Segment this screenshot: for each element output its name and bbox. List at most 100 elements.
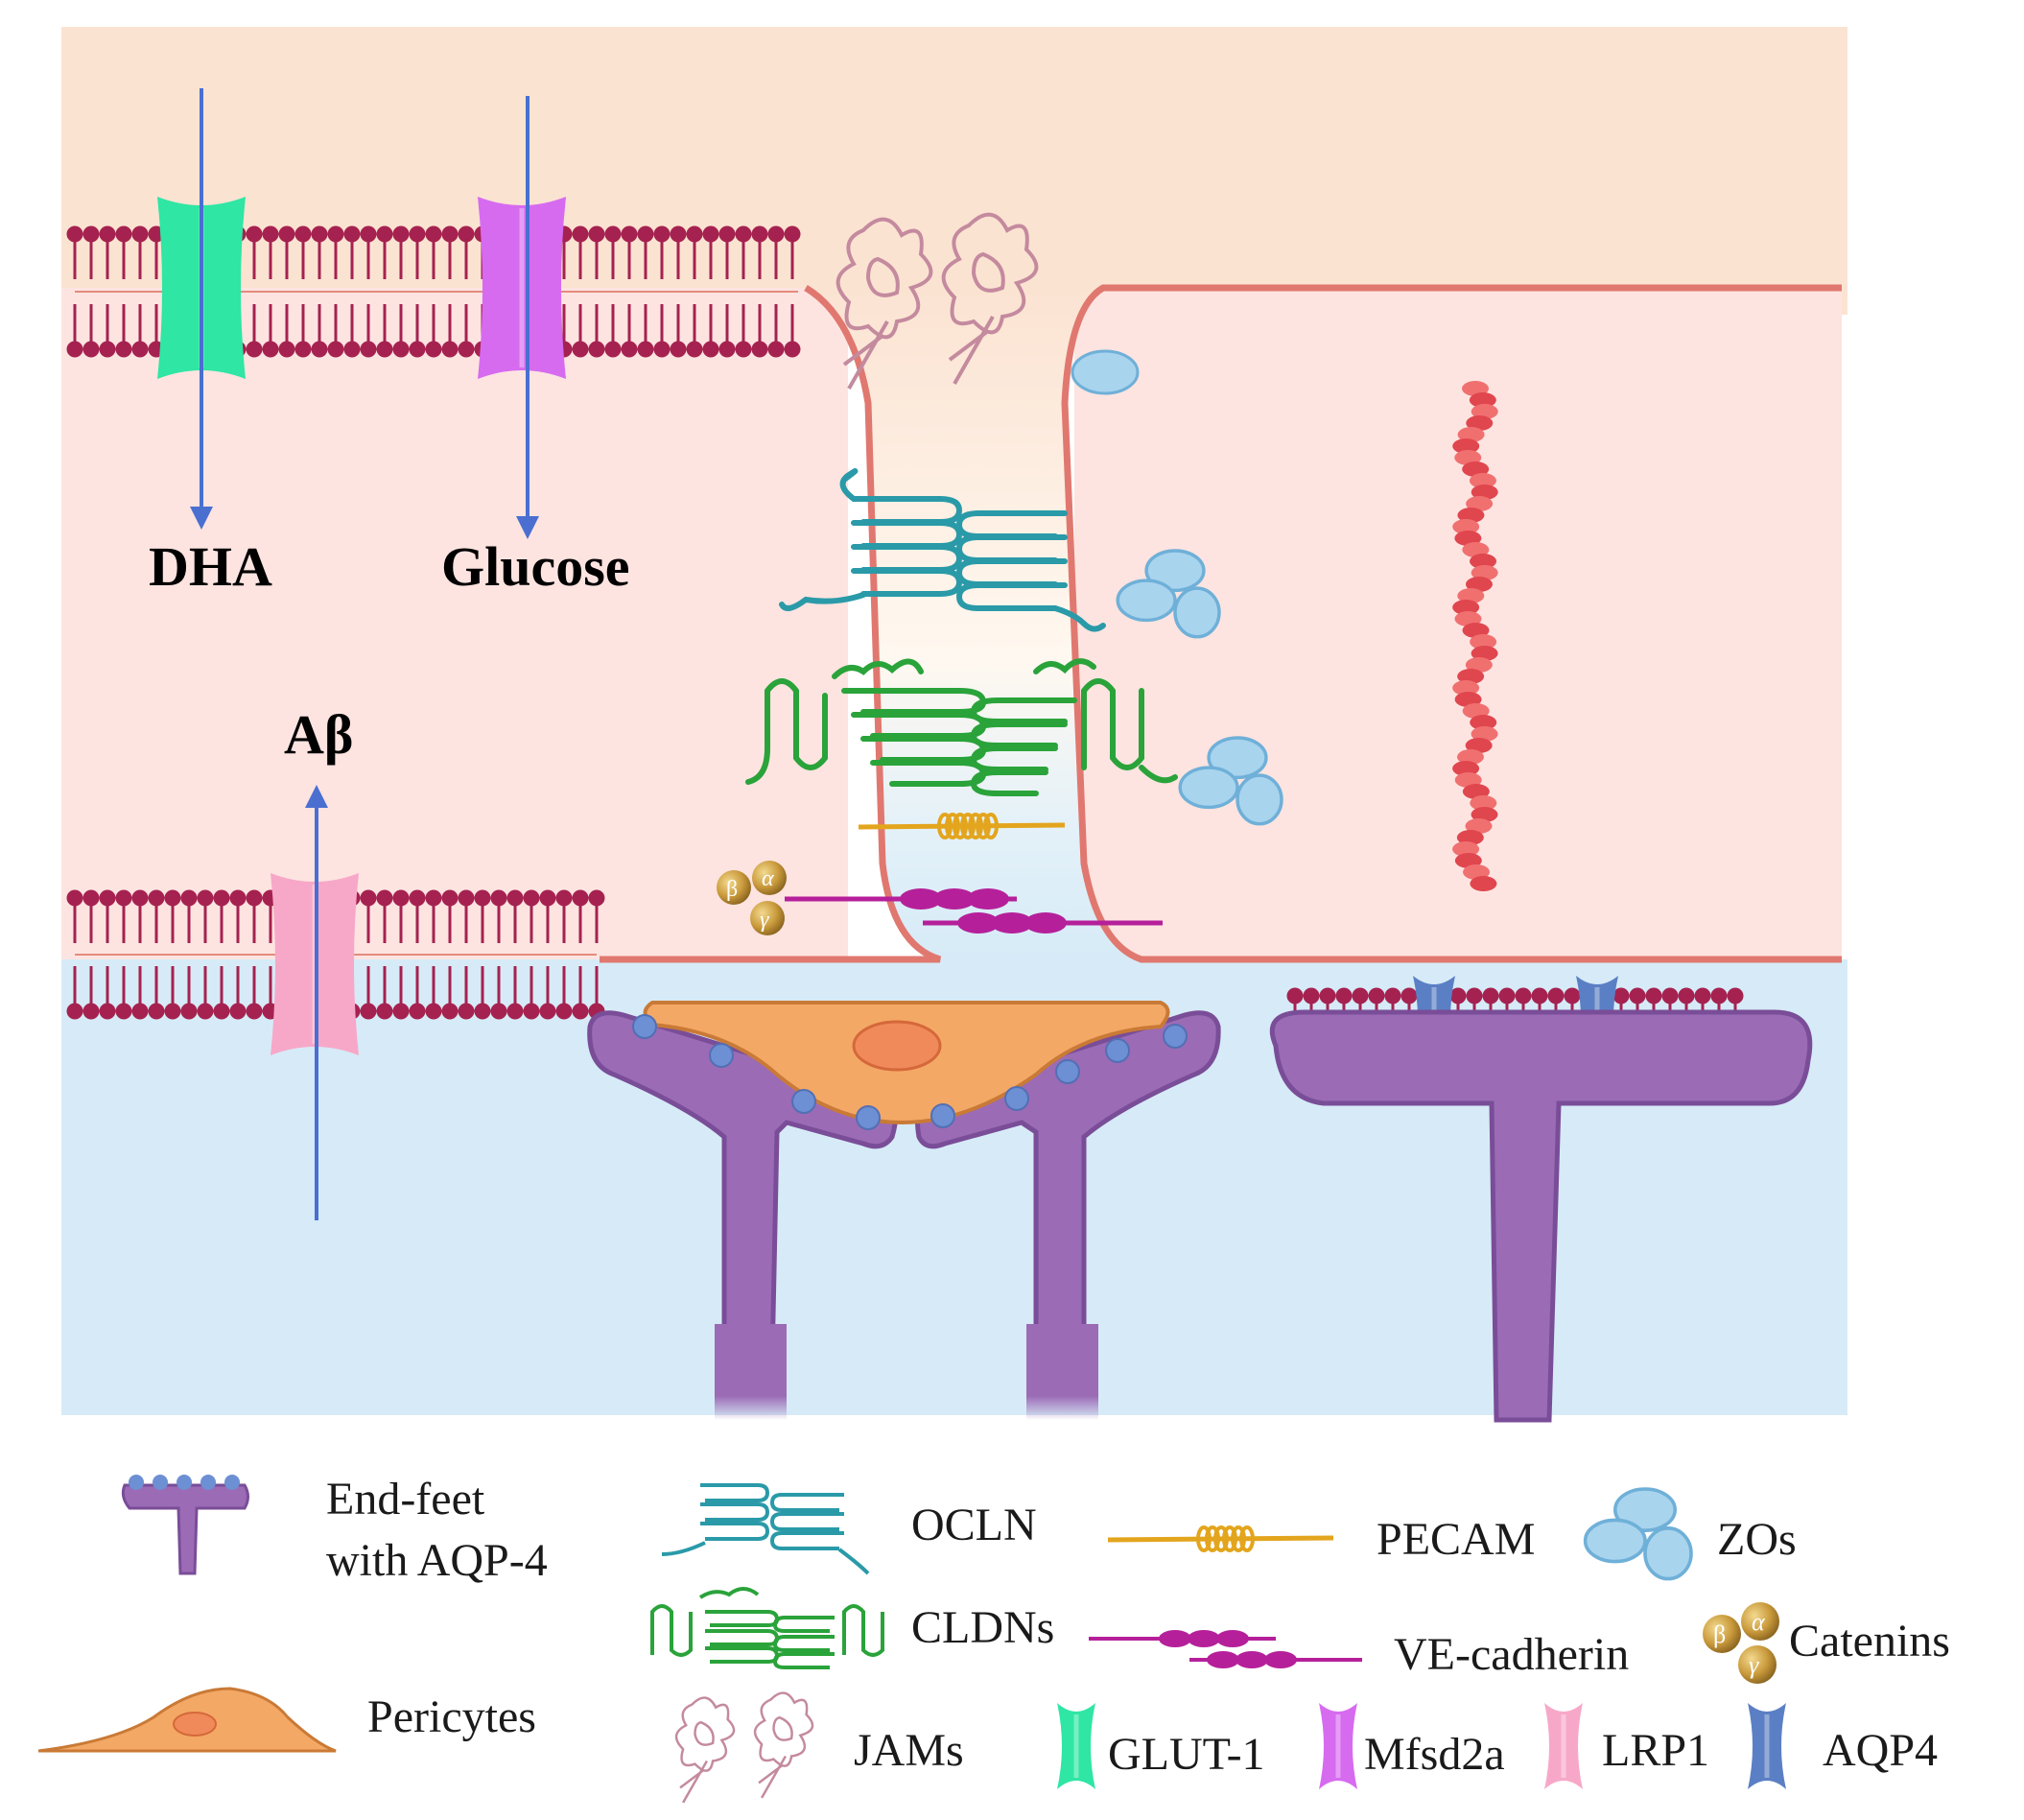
actin-monomer [1454,531,1482,546]
pecam-coil [945,813,960,839]
lipid-head [588,341,605,358]
legend-ve-domain [1207,1651,1239,1668]
lipid-head [1352,987,1369,1005]
lipid-head [490,889,507,907]
lipid-head [539,889,556,907]
lipid-head [735,225,752,243]
lipid-head [686,341,703,358]
legend-catenin-icon: β α γ [1703,1602,1779,1684]
endfoot-left-process [715,1324,787,1420]
actin-monomer [1457,508,1485,523]
lipid-head [392,1003,410,1020]
legend-pecam-coil [1222,1525,1237,1552]
actin-monomer [1470,795,1497,811]
lipid-head [458,889,475,907]
legend-ve-domain [1264,1651,1297,1668]
lipid-head [1694,987,1711,1005]
legend-graphics [37,1475,1786,1804]
zo-subunit [1612,1487,1678,1532]
blood-lumen-region [61,27,1847,315]
zo-subunit [1178,766,1239,810]
lipid-head [1547,987,1565,1005]
legend-catenin-gamma [1738,1645,1777,1684]
legend-cldn-loop [705,1610,780,1627]
legend-pecam-coil [1213,1525,1229,1552]
mfsd2a-transporter-body [478,197,566,379]
lipid-head [115,341,132,358]
lipid-head [82,1003,100,1020]
lipid-head [1629,987,1646,1005]
legend-cldn-loop [705,1629,780,1646]
lipid-head [572,225,589,243]
lipid-head [246,225,263,243]
lipid-head [115,889,132,907]
lipid-head [180,1003,198,1020]
legend-glut1-icon [1057,1703,1095,1789]
actin-monomer [1471,646,1498,661]
ve-cadherin-domain [967,888,1009,910]
legend-ve-cadherin-icon [1089,1630,1362,1668]
pericyte-nucleus [852,1020,942,1072]
lipid-head [458,225,475,243]
jam-domain [753,1691,814,1767]
legend-pecam-backbone [1107,1535,1334,1543]
zo-subunit [1144,549,1206,593]
lipid-head [148,889,165,907]
actin-monomer [1452,519,1480,534]
lipid-head [767,225,785,243]
aqp4-dot [1004,1086,1029,1111]
legend-catenin-alpha [1741,1602,1779,1641]
actin-monomer [1465,657,1493,673]
legend-aqp4-dot [153,1475,168,1490]
lipid-head [670,225,687,243]
legend-cldns: CLDNs [911,1602,1054,1653]
legend-lrp1-icon [1544,1703,1583,1789]
lipid-head [506,889,524,907]
legend-endfeet-line2: with AQP-4 [326,1535,548,1586]
lipid-head [621,225,638,243]
legend-cldn-loop [705,1646,780,1664]
zo-subunit [1207,736,1268,780]
legend-pericyte-icon [37,1687,337,1753]
ocln-cterm [779,592,866,611]
legend-cldn-helix [650,1604,693,1657]
legend-pecam: PECAM [1377,1514,1535,1565]
lipid-head [1515,987,1532,1005]
lipid-head [539,1003,556,1020]
ocln-nterm [839,468,859,502]
legend-pecam-coil [1231,1525,1246,1552]
lipid-head [1564,987,1581,1005]
lipid-head [392,341,410,358]
legend-aqp4-dot [200,1475,216,1490]
actin-monomer [1457,588,1485,603]
actin-monomer [1457,427,1485,442]
aqp4-dot [709,1043,734,1068]
zo-subunit [1173,586,1221,639]
legend-jams: JAMs [854,1725,964,1776]
actin-monomer [1470,554,1497,569]
lipid-head [392,889,410,907]
legend-aqp4-dot [177,1475,192,1490]
transport-arrows [190,88,539,1220]
zo-subunit [1583,1518,1647,1564]
legend-pecam-coil [1205,1525,1220,1552]
lipid-head [1727,987,1744,1005]
lipid-head [392,225,410,243]
legend-ve-domain [1159,1630,1191,1647]
ve-cadherin-domain [957,912,1000,934]
lipid-head [343,341,361,358]
legend-aqp4: AQP4 [1823,1725,1938,1776]
lipid-head [523,889,540,907]
legend-glut1: GLUT-1 [1108,1729,1265,1780]
endfoot-large [1269,1009,1813,1423]
actin-monomer [1470,634,1497,650]
legend-ocln: OCLN [911,1500,1037,1550]
actin-monomer [1454,692,1482,707]
aqp4-dot [1163,1024,1188,1049]
lipid-head [164,889,181,907]
lipid-head [588,889,605,907]
legend-mfsd2a-icon [1319,1703,1357,1789]
legend-cldn-helix [842,1604,884,1657]
legend-ve-domain [1216,1630,1249,1647]
